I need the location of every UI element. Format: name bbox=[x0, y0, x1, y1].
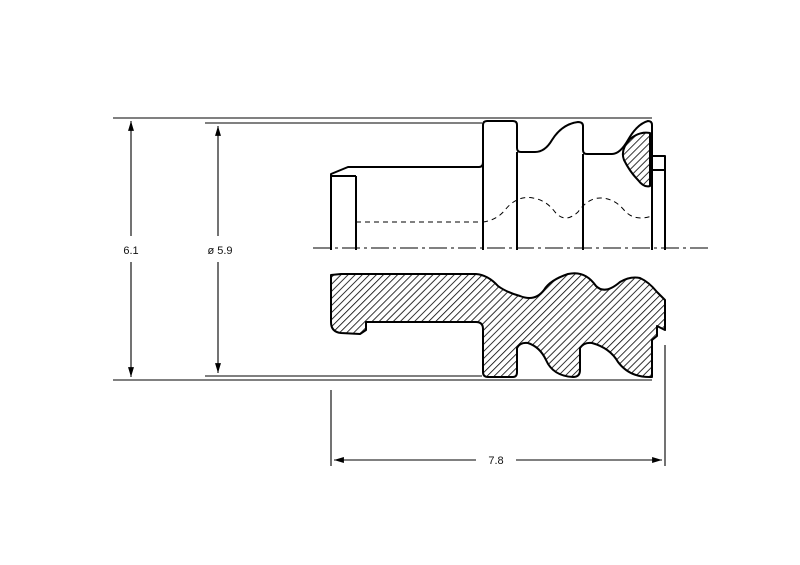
hidden-inner-profile bbox=[356, 197, 653, 223]
seal-upper-outline bbox=[330, 120, 666, 250]
length-dimension: 7.8 bbox=[334, 455, 662, 467]
diameter-dimension: ø 5.9 bbox=[207, 126, 233, 373]
length-dimension-label: 7.8 bbox=[488, 455, 503, 467]
height-dimension-label: 6.1 bbox=[123, 245, 138, 257]
diameter-dimension-label: ø 5.9 bbox=[207, 245, 232, 257]
height-dimension: 6.1 bbox=[123, 121, 139, 377]
seal-lower-section bbox=[330, 272, 666, 379]
extension-lines bbox=[113, 117, 666, 466]
